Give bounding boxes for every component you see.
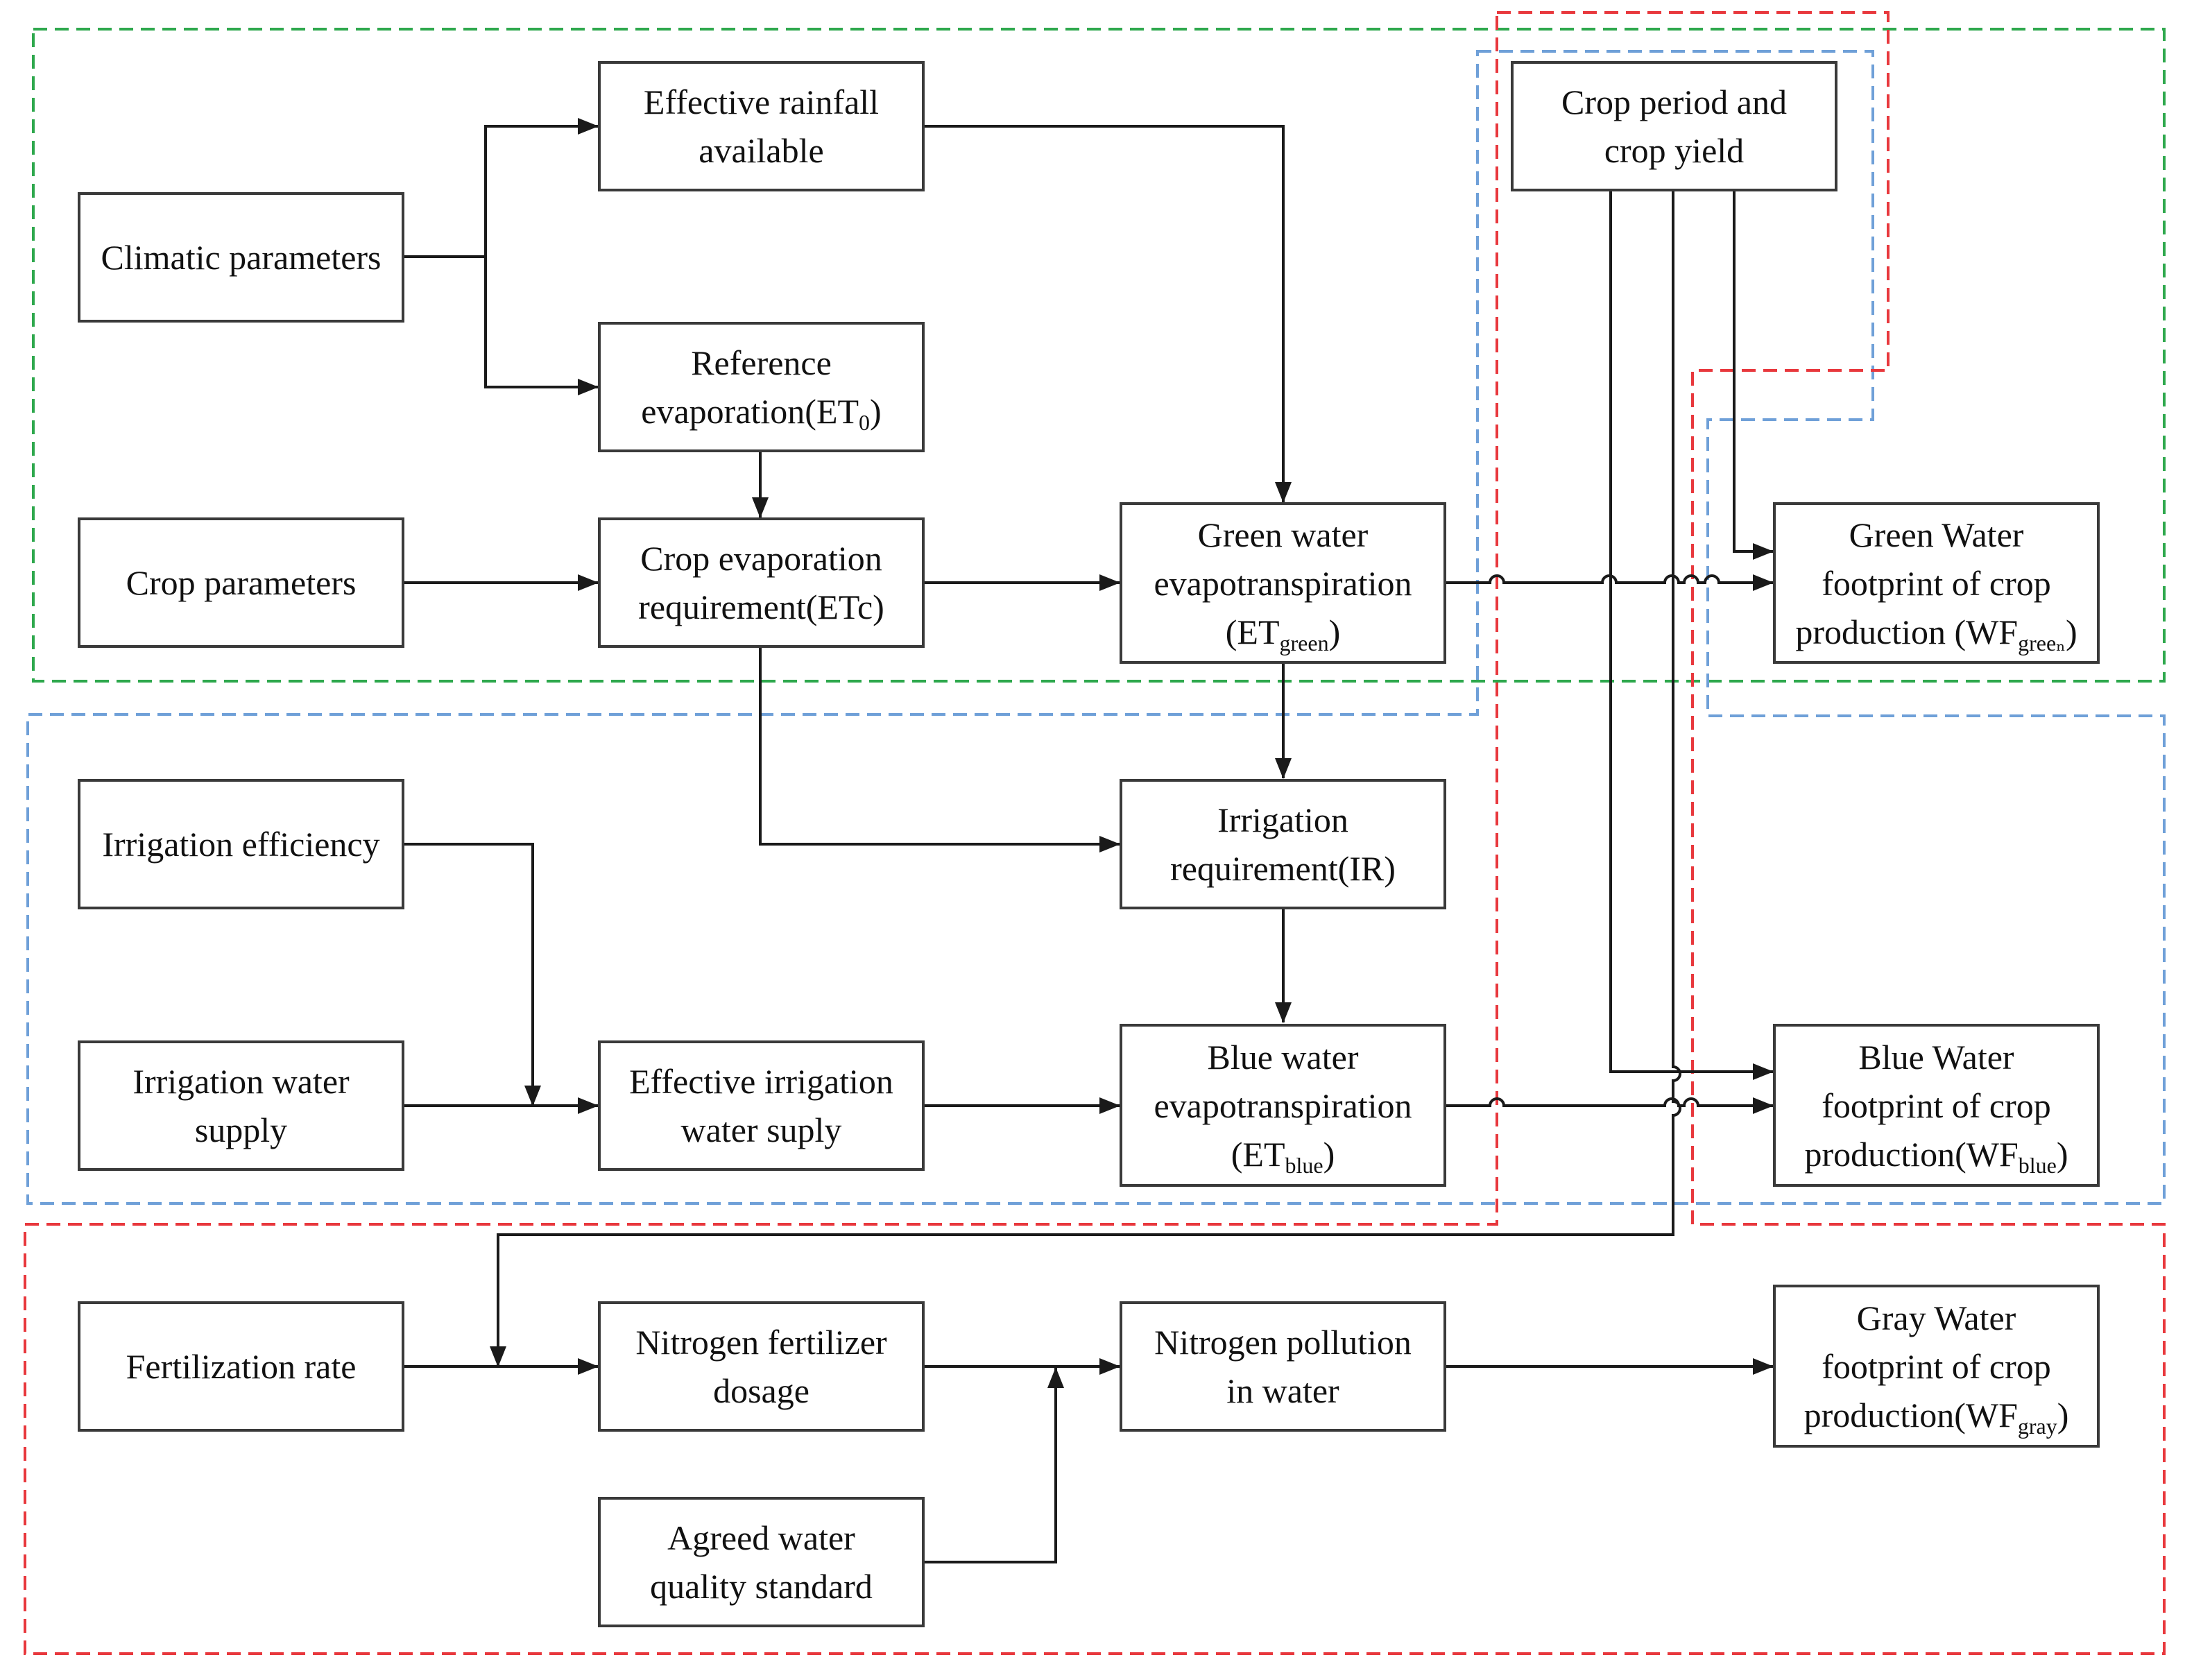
nitrogen-pollution-label: Nitrogen pollution in water	[1154, 1323, 1412, 1410]
irrigation-requirement-box: Irrigation requirement(IR)	[1120, 779, 1446, 909]
gray-water-footprint-text: Gray Water footprint of crop production(…	[1803, 1298, 2051, 1434]
crop-parameters-label: Crop parameters	[126, 563, 357, 602]
blue-water-footprint-box: Blue Water footprint of crop production(…	[1773, 1024, 2100, 1187]
arrow-climatic-to-et0	[484, 257, 599, 395]
fertilization-rate-box: Fertilization rate	[78, 1301, 404, 1432]
blue-water-et-sub: blue	[1285, 1152, 1323, 1178]
fertilization-rate-label: Fertilization rate	[126, 1347, 357, 1386]
agreed-water-quality-box: Agreed water quality standard	[598, 1497, 925, 1627]
blue-water-footprint-text: Blue Water footprint of crop production(…	[1804, 1037, 2051, 1174]
agreed-water-quality-label: Agreed water quality standard	[650, 1518, 873, 1606]
irrigation-water-supply-box: Irrigation water supply	[78, 1040, 404, 1171]
nitrogen-pollution-box: Nitrogen pollution in water	[1120, 1301, 1446, 1432]
arrow-cropperiod-to-wfgreen	[1733, 191, 1774, 560]
arrow-etc-to-ir	[759, 648, 1120, 852]
crop-evaporation-requirement-label: Crop evaporation requirement(ETc)	[638, 539, 884, 626]
green-water-footprint-text: Green Water footprint of crop production…	[1795, 515, 2051, 651]
arrow-rainfall-to-etgreen	[925, 125, 1292, 503]
arrow-agreed-to-junction	[925, 1367, 1064, 1563]
arrow-cropperiod-to-fertilizer	[490, 191, 1681, 1367]
crop-parameters-box: Crop parameters	[78, 517, 404, 648]
reference-evaporation-text: Reference evaporation(ET	[641, 343, 859, 431]
green-water-et-suffix: )	[1328, 612, 1341, 651]
green-water-et-box: Green water evapotranspiration (ETgreen)	[1120, 502, 1446, 664]
reference-evaporation-label: Reference evaporation(ET0)	[641, 338, 881, 436]
green-water-et-text: Green water evapotranspiration (ET	[1154, 515, 1412, 651]
gray-water-footprint-sub: gray	[2017, 1413, 2057, 1439]
blue-water-et-label: Blue water evapotranspiration (ETblue)	[1154, 1033, 1412, 1178]
irrigation-efficiency-box: Irrigation efficiency	[78, 779, 404, 909]
green-water-footprint-box: Green Water footprint of crop production…	[1773, 502, 2100, 664]
blue-water-footprint-suffix: )	[2056, 1134, 2068, 1174]
gray-water-footprint-suffix: )	[2057, 1395, 2069, 1434]
green-water-et-sub: green	[1279, 630, 1329, 655]
climatic-parameters-label: Climatic parameters	[101, 238, 382, 277]
reference-evaporation-sub: 0	[859, 410, 871, 435]
green-water-et-label: Green water evapotranspiration (ETgreen)	[1154, 511, 1412, 656]
effective-irrigation-label: Effective irrigation water suply	[629, 1062, 893, 1149]
reference-evaporation-box: Reference evaporation(ET0)	[598, 322, 925, 452]
effective-rainfall-box: Effective rainfall available	[598, 61, 925, 191]
green-region-outline	[32, 28, 2166, 683]
green-water-footprint-sub: greeₙ	[2018, 630, 2066, 655]
red-region-outline	[24, 11, 2166, 1655]
gray-water-footprint-box: Gray Water footprint of crop production(…	[1773, 1285, 2100, 1448]
effective-irrigation-box: Effective irrigation water suply	[598, 1040, 925, 1171]
irrigation-water-supply-label: Irrigation water supply	[132, 1062, 350, 1149]
blue-water-et-box: Blue water evapotranspiration (ETblue)	[1120, 1024, 1446, 1187]
irrigation-efficiency-label: Irrigation efficiency	[102, 825, 380, 864]
arrow-cropperiod-to-wfblue	[1609, 191, 1774, 1080]
nitrogen-fertilizer-dosage-box: Nitrogen fertilizer dosage	[598, 1301, 925, 1432]
nitrogen-fertilizer-dosage-label: Nitrogen fertilizer dosage	[635, 1323, 887, 1410]
climatic-parameters-box: Climatic parameters	[78, 192, 404, 323]
blue-region-outline	[26, 50, 2166, 1205]
green-water-footprint-suffix: )	[2066, 612, 2077, 651]
irrigation-requirement-label: Irrigation requirement(IR)	[1170, 800, 1396, 888]
green-water-footprint-label: Green Water footprint of crop production…	[1795, 511, 2077, 656]
crop-period-yield-box: Crop period and crop yield	[1511, 61, 1837, 191]
crop-evaporation-requirement-box: Crop evaporation requirement(ETc)	[598, 517, 925, 648]
reference-evaporation-suffix: )	[870, 392, 882, 431]
effective-rainfall-label: Effective rainfall available	[643, 83, 880, 170]
arrow-climatic-to-rainfall	[404, 118, 599, 258]
gray-water-footprint-label: Gray Water footprint of crop production(…	[1804, 1294, 2069, 1439]
blue-water-footprint-label: Blue Water footprint of crop production(…	[1804, 1033, 2068, 1178]
blue-water-footprint-sub: blue	[2018, 1152, 2057, 1178]
blue-water-et-suffix: )	[1323, 1134, 1335, 1174]
crop-period-yield-label: Crop period and crop yield	[1561, 83, 1787, 170]
blue-water-et-text: Blue water evapotranspiration (ET	[1154, 1037, 1412, 1174]
arrow-etblue-to-wfblue	[1446, 1097, 1774, 1114]
arrow-irreff-to-effirr	[404, 843, 541, 1106]
